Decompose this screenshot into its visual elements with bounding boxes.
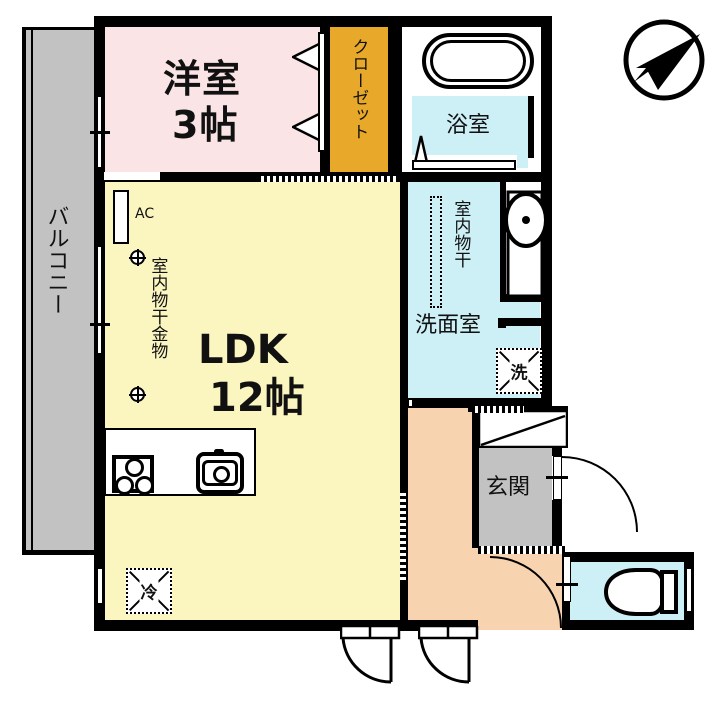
bath-label: 浴室 bbox=[446, 113, 491, 138]
hallway-exterior-door[interactable] bbox=[417, 624, 480, 684]
washroom-drying-label: 室内物干 bbox=[450, 200, 471, 268]
wall-closet-bath-divider bbox=[388, 16, 402, 182]
stove-burner-3 bbox=[135, 476, 154, 495]
hallway-top-hatch bbox=[472, 406, 524, 413]
wall-entrance-right-lower bbox=[552, 500, 562, 552]
bath-threshold bbox=[412, 160, 516, 170]
wall-ldk-right bbox=[400, 182, 408, 630]
wall-right-bath-column bbox=[541, 16, 552, 408]
balcony-top-edge bbox=[22, 27, 98, 30]
entrance-shoe-cabinet bbox=[477, 409, 569, 449]
bedroom-area bbox=[104, 26, 320, 174]
wall-basin-nook-left bbox=[500, 182, 506, 300]
hallway-ldk-door-hatch[interactable] bbox=[400, 490, 406, 582]
compass-icon bbox=[622, 18, 706, 102]
wall-bedroom-bottom bbox=[94, 172, 402, 182]
washer-label: 洗 bbox=[509, 358, 529, 384]
toilet-window bbox=[686, 568, 692, 612]
balcony-outer-rail bbox=[22, 27, 26, 554]
wall-bath-right-inner bbox=[528, 96, 534, 158]
ldk-size: 12帖 bbox=[209, 375, 305, 421]
washing-machine-marker-icon: 洗 bbox=[496, 348, 542, 394]
kitchen-sink-drain bbox=[213, 466, 230, 483]
wall-basin-nook-bottom bbox=[500, 294, 544, 302]
entrance-label: 玄関 bbox=[486, 475, 531, 500]
wall-washroom-inner-jog2 bbox=[498, 318, 506, 328]
balcony-label: バルコニー bbox=[43, 205, 69, 315]
hanger-anchor-upper bbox=[129, 249, 146, 266]
wall-washroom-bottom bbox=[406, 398, 552, 408]
wall-washroom-inner-jog bbox=[500, 318, 544, 326]
stove-burner-2 bbox=[115, 476, 134, 495]
wall-toilet-top bbox=[562, 552, 694, 562]
fridge-label: 冷 bbox=[139, 578, 159, 604]
bedroom-ldk-sliding-door-rail[interactable] bbox=[158, 178, 258, 181]
hallway-area bbox=[406, 406, 478, 630]
ldk-window-tick bbox=[90, 323, 110, 326]
ldk-lower-window bbox=[97, 568, 103, 604]
wall-bath-bottom bbox=[402, 172, 552, 182]
washroom-door[interactable] bbox=[406, 400, 412, 406]
bedroom-ldk-sliding-door[interactable] bbox=[258, 176, 398, 182]
stove-burner-1 bbox=[125, 458, 144, 477]
bathtub-inner bbox=[430, 40, 526, 82]
toilet-icon bbox=[598, 566, 684, 618]
toilet-door-leaf[interactable] bbox=[563, 556, 571, 602]
ldk-name: LDK bbox=[198, 327, 288, 373]
entrance-door-tick bbox=[546, 476, 568, 479]
entrance-step-hatch bbox=[478, 546, 568, 554]
balcony-bottom-edge bbox=[22, 550, 98, 555]
bedroom-size: 3帖 bbox=[172, 103, 239, 147]
closet-door-track bbox=[318, 32, 326, 152]
entrance-area bbox=[478, 448, 552, 546]
bedroom-name: 洋室 bbox=[163, 57, 242, 101]
wall-bottom-outer bbox=[94, 620, 478, 631]
hanger-anchor-lower bbox=[129, 386, 146, 403]
refrigerator-marker-icon: 冷 bbox=[126, 568, 172, 614]
bedroom-window-tick bbox=[90, 131, 110, 134]
kitchen-faucet bbox=[214, 449, 224, 454]
washbasin-icon bbox=[502, 190, 548, 300]
balcony-area bbox=[22, 27, 94, 554]
bedroom-ldk-door-leaf bbox=[104, 172, 160, 180]
wall-hallway-right bbox=[472, 408, 479, 548]
ldk-exterior-door[interactable] bbox=[339, 624, 402, 684]
washroom-drying-pole bbox=[430, 196, 442, 308]
balcony-inner-rail bbox=[31, 27, 33, 554]
washroom-label: 洗面室 bbox=[415, 313, 482, 338]
toilet-door-tick bbox=[556, 583, 578, 586]
ldk-drying-label: 室内物干金物 bbox=[147, 257, 168, 359]
ldk-area bbox=[104, 182, 400, 630]
ldk-window bbox=[97, 246, 102, 354]
ac-label: AC bbox=[135, 206, 155, 222]
entrance-door-swing[interactable] bbox=[562, 456, 638, 532]
closet-label: クローゼット bbox=[348, 38, 369, 140]
air-conditioner-unit bbox=[113, 190, 129, 244]
closet-area bbox=[330, 26, 388, 174]
wall-toilet-bottom bbox=[562, 620, 694, 630]
